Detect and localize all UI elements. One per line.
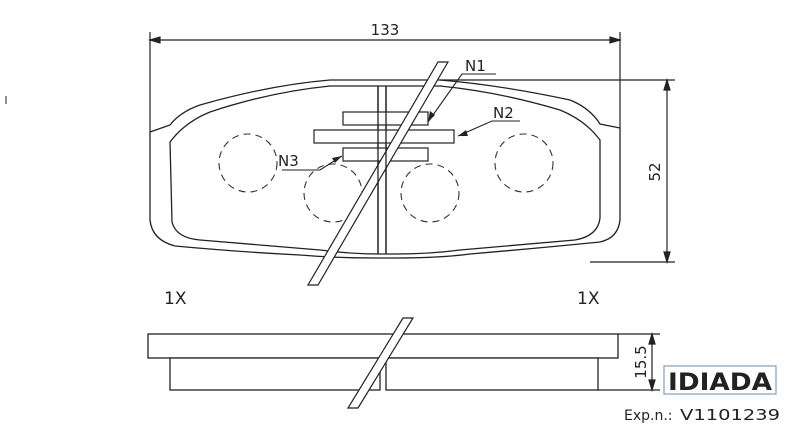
stamp-code: V1101239 <box>680 406 780 424</box>
thickness-dimension <box>598 331 660 393</box>
piston-circle-right-inner <box>400 163 460 223</box>
stamp-brand: IDIADA <box>668 368 772 396</box>
height-dimension <box>440 77 675 265</box>
side-view <box>147 333 619 391</box>
piston-circle-right-outer <box>494 133 554 193</box>
stamp-code-prefix: Exp.n.: <box>624 408 673 424</box>
label-n1: N1 <box>465 57 486 75</box>
width-dimension-label: 133 <box>371 21 400 39</box>
quantity-right: 1X <box>577 289 600 309</box>
height-dimension-label: 52 <box>646 162 664 181</box>
label-n3: N3 <box>278 152 299 170</box>
label-n2: N2 <box>493 104 514 122</box>
side-view-break-line <box>346 317 415 409</box>
thickness-dimension-label: 15.5 <box>632 345 650 378</box>
quantity-left: 1X <box>164 289 187 309</box>
shim-n2 <box>313 129 455 144</box>
side-view-friction-left <box>169 357 381 391</box>
stamp-brand-frame <box>663 365 777 395</box>
approval-stamp: IDIADA Exp.n.: V1101239 <box>624 365 780 424</box>
piston-circle-left-outer <box>218 133 278 193</box>
side-view-friction-right <box>385 357 599 391</box>
